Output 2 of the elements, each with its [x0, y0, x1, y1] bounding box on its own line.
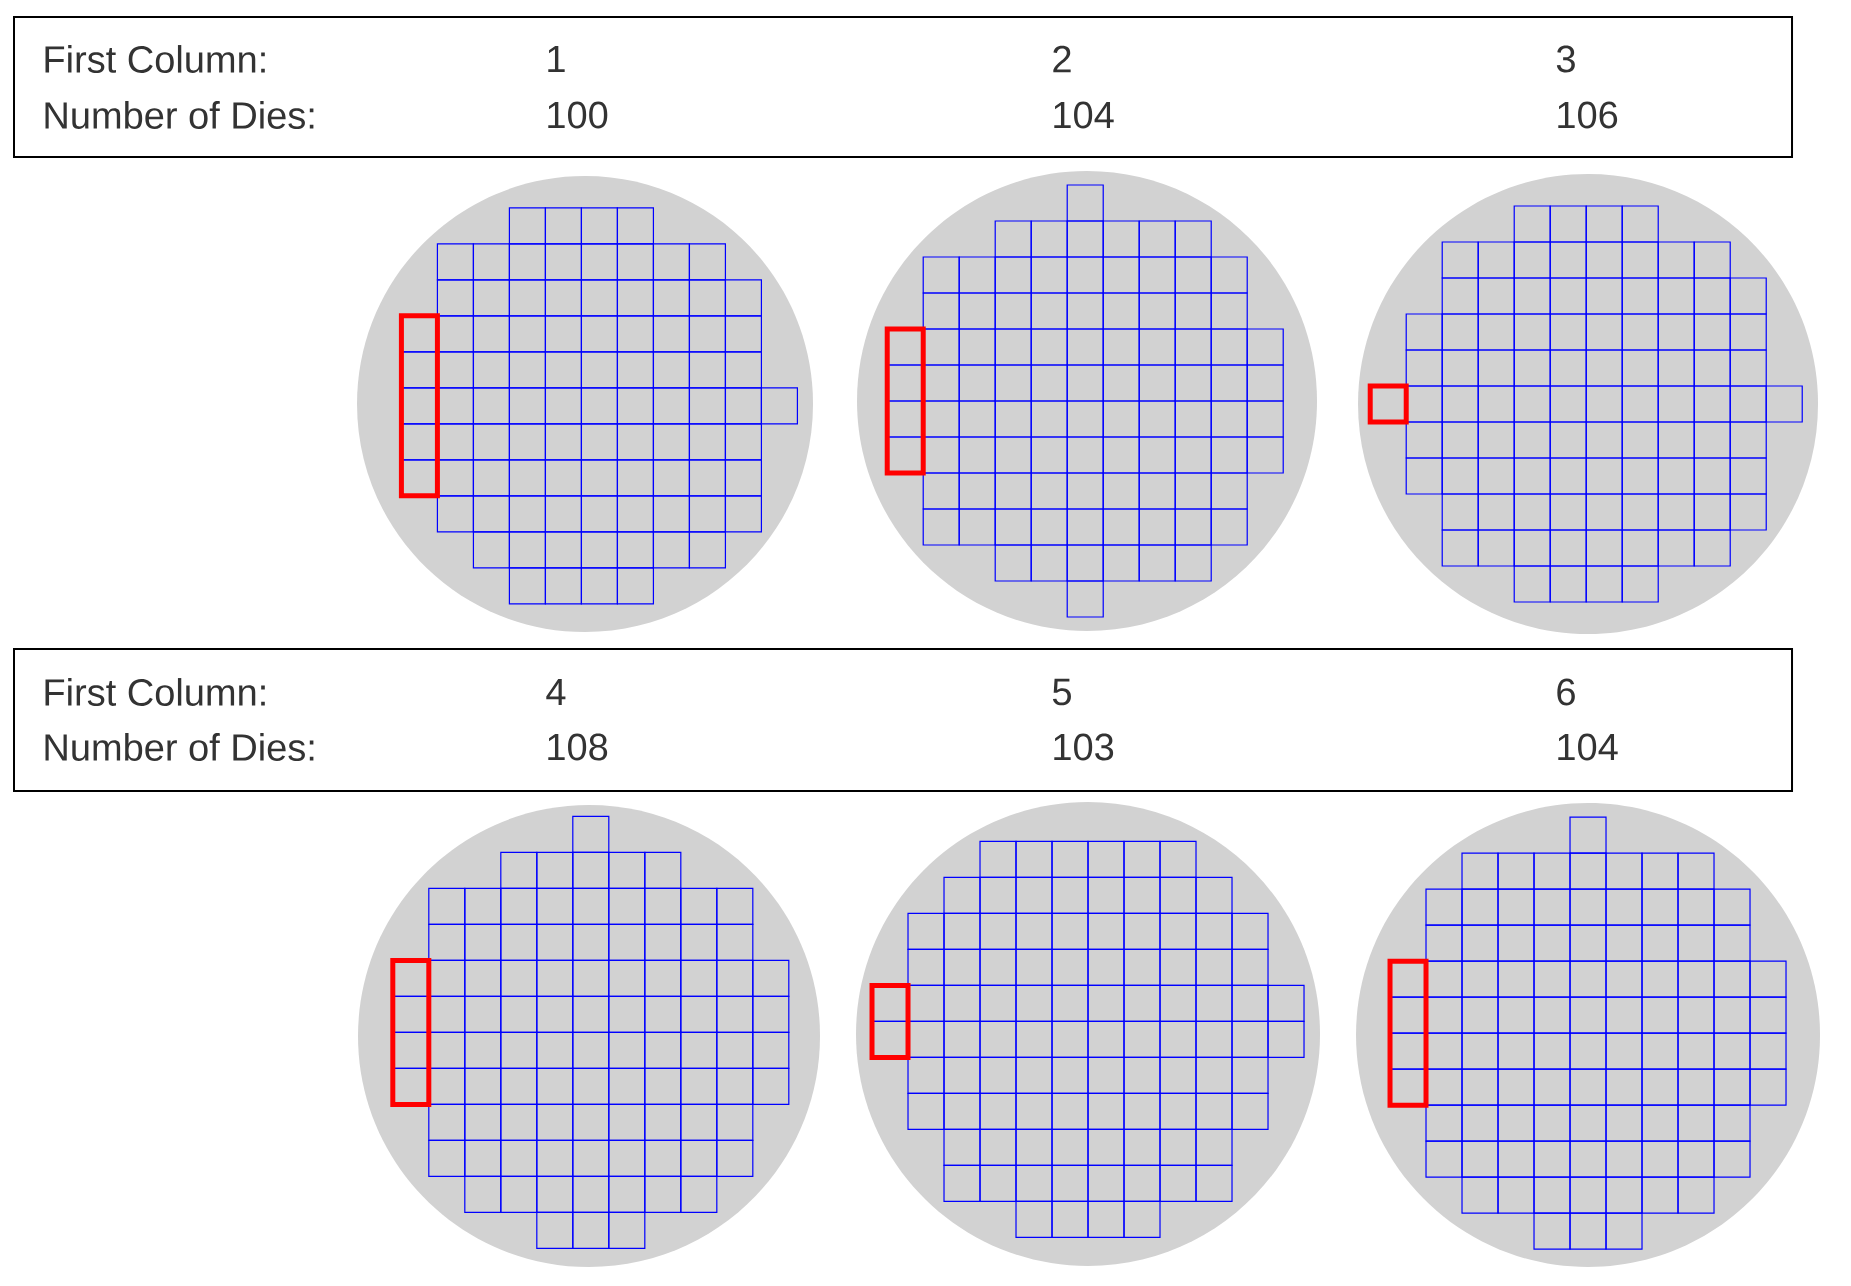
header-table: First Column: 1 2 3 Number of Dies: 100 104 106	[13, 16, 1793, 158]
header-table: First Column: 4 5 6 Number of Dies: 108 103 104	[13, 648, 1793, 792]
